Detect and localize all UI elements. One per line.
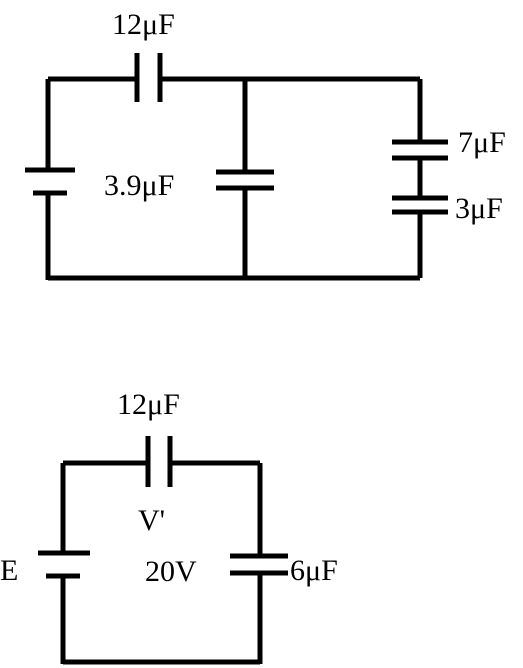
- capacitor-12uf-top: [134, 53, 163, 102]
- label-6uf: 6μF: [290, 554, 338, 587]
- top-circuit: [25, 53, 448, 281]
- capacitor-3uf: [392, 195, 448, 215]
- label-20v: 20V: [145, 555, 197, 588]
- label-3-9uf: 3.9μF: [104, 169, 174, 202]
- capacitor-3-9uf: [216, 169, 274, 191]
- label-12uf-top: 12μF: [112, 8, 175, 41]
- battery-bottom: [38, 550, 90, 579]
- capacitor-6uf: [230, 553, 288, 576]
- bottom-circuit-wires: [60, 460, 263, 665]
- capacitor-7uf: [392, 139, 448, 161]
- label-v-prime: V': [138, 504, 165, 537]
- bottom-circuit: [38, 436, 288, 665]
- capacitor-12uf-bottom: [145, 436, 173, 487]
- top-circuit-wires: [45, 76, 423, 281]
- label-7uf: 7μF: [458, 126, 506, 159]
- label-3uf: 3μF: [455, 192, 503, 225]
- label-12uf-bottom: 12μF: [117, 388, 180, 421]
- label-emf-e: E: [0, 554, 18, 587]
- battery-top: [25, 167, 75, 196]
